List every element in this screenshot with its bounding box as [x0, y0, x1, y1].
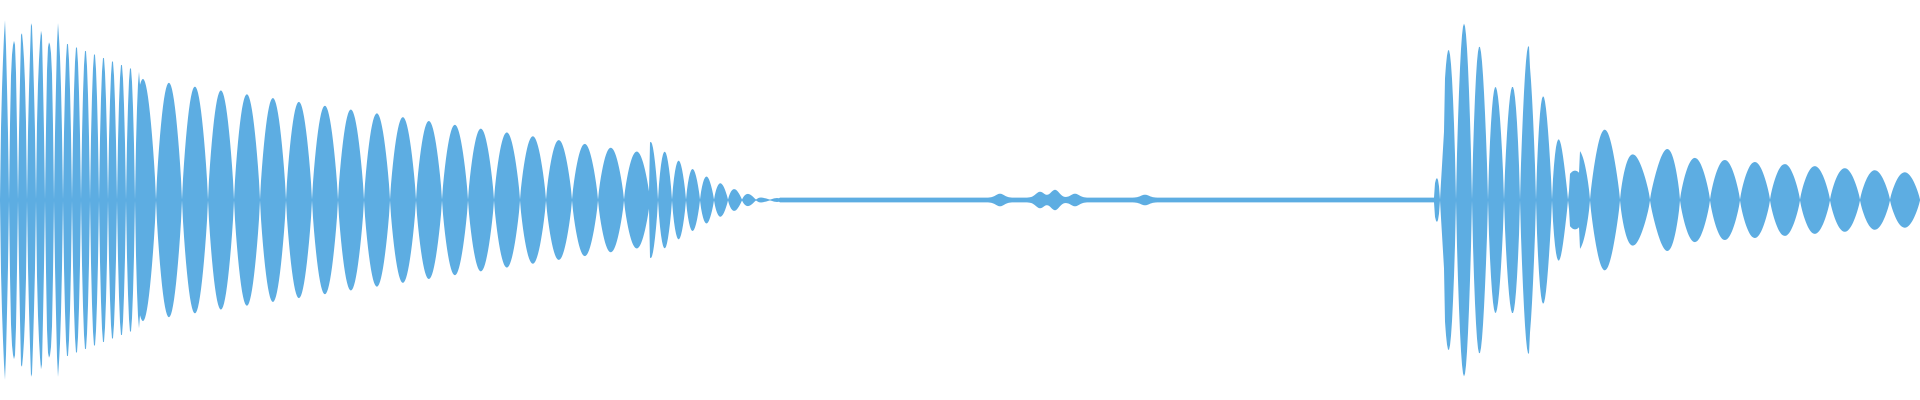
- waveform-path: [0, 20, 1920, 380]
